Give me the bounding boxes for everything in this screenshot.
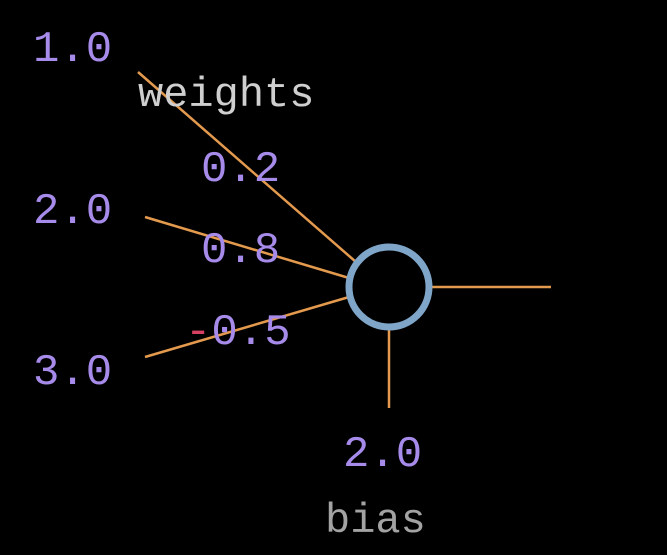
weight-value-3: -0.5 — [185, 308, 291, 358]
connection-input-3 — [144, 295, 350, 359]
input-value-1: 1.0 — [33, 25, 112, 75]
weight-sign-3: - — [185, 308, 211, 358]
weight-magnitude-3: 0.5 — [211, 308, 290, 358]
bias-value: 2.0 — [343, 430, 422, 480]
weight-value-2: 0.8 — [201, 226, 280, 276]
connection-input-1 — [137, 71, 357, 263]
weight-magnitude-2: 0.8 — [201, 226, 280, 276]
connection-input-2 — [144, 215, 350, 280]
bias-label: bias — [325, 497, 426, 545]
neuron-node — [345, 243, 433, 331]
weights-label: weights — [138, 71, 314, 119]
input-value-2: 2.0 — [33, 187, 112, 237]
input-value-3: 3.0 — [33, 348, 112, 398]
weight-magnitude-1: 0.2 — [201, 145, 280, 195]
weight-value-1: 0.2 — [201, 145, 280, 195]
